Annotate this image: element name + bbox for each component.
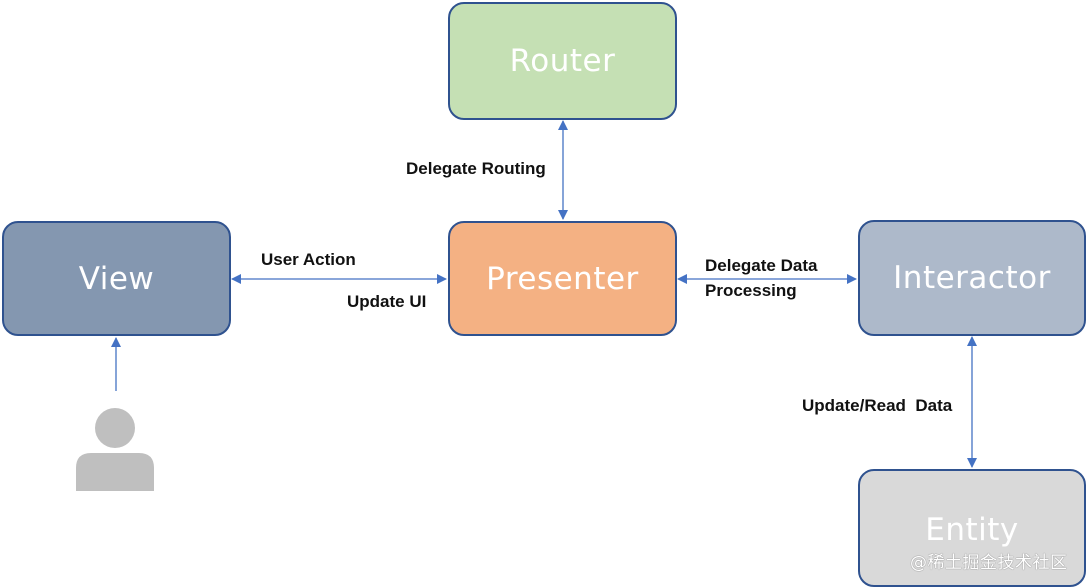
delegate-data-processing-label: Delegate Data Processing: [705, 253, 817, 303]
person-head: [95, 408, 135, 448]
person-body: [76, 453, 154, 491]
watermark: @稀土掘金技术社区: [910, 553, 1068, 573]
entity-node: Entity: [858, 469, 1086, 587]
presenter-label: Presenter: [486, 260, 639, 297]
person-icon: [76, 408, 154, 491]
update-ui-label: Update UI: [347, 292, 427, 311]
delegate-data-line1: Delegate Data: [705, 256, 818, 275]
interactor-label: Interactor: [893, 260, 1051, 296]
interactor-node: Interactor: [858, 220, 1086, 336]
user-action-label: User Action: [261, 250, 356, 269]
router-node: Router: [448, 2, 677, 120]
delegate-routing-label: Delegate Routing: [406, 159, 546, 178]
presenter-node: Presenter: [448, 221, 677, 336]
update-read-data-label: Update/Read Data: [802, 396, 953, 415]
view-node: View: [2, 221, 231, 336]
entity-label: Entity: [925, 512, 1019, 548]
delegate-data-line2: Processing: [705, 281, 797, 300]
view-label: View: [78, 260, 155, 297]
router-label: Router: [509, 43, 616, 79]
